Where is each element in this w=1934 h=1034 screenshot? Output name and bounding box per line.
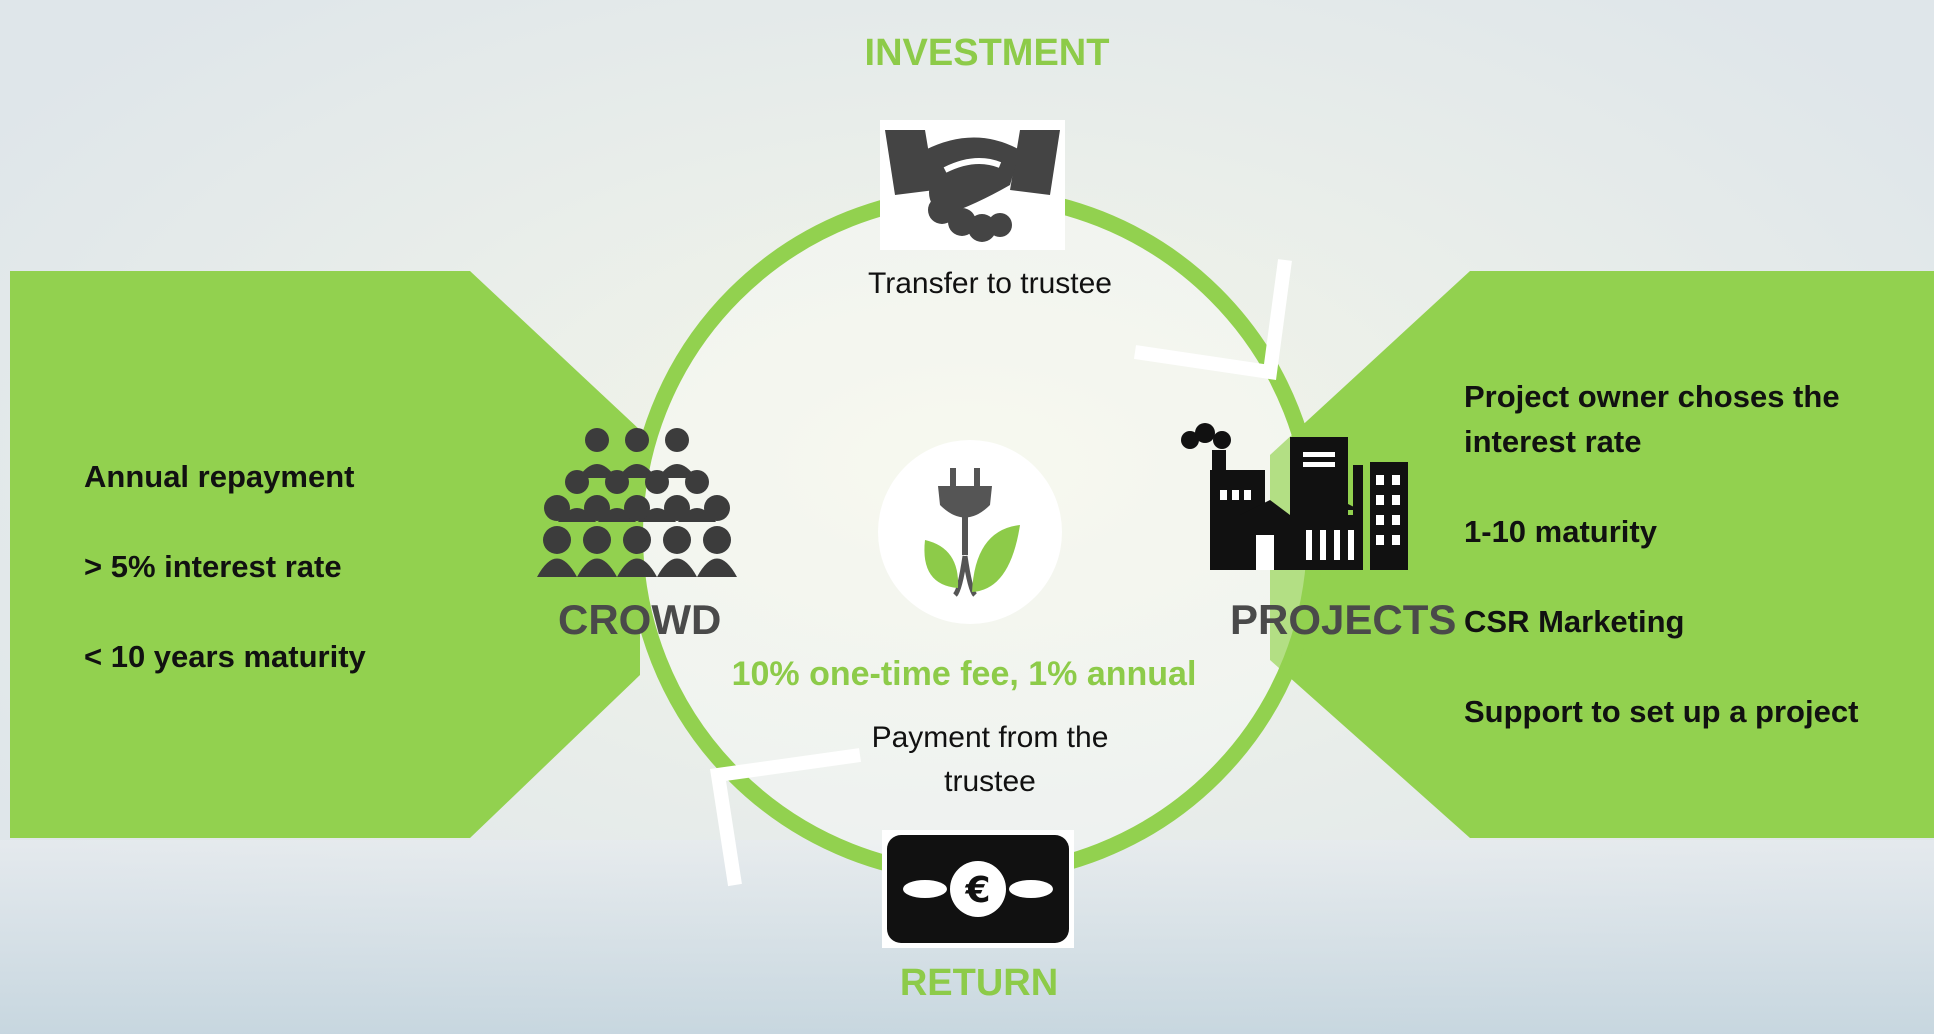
investment-title: INVESTMENT (864, 32, 1110, 74)
projects-list: Project owner choses the interest rate 1… (1464, 378, 1858, 738)
factory-buildings-icon (1181, 423, 1408, 570)
crowd-icon (537, 428, 737, 577)
crowd-item-annual-repayment: Annual repayment (84, 459, 355, 494)
crowd-panel (10, 271, 640, 838)
fee-label: 10% one-time fee, 1% annual (731, 655, 1197, 693)
payment-line-1: Payment from the (871, 721, 1109, 754)
projects-heading: PROJECTS (1230, 596, 1457, 643)
projects-item-owner-line2: interest rate (1464, 424, 1642, 459)
payment-from-trustee-label: Payment from the trustee (790, 716, 1190, 804)
projects-item-maturity: 1-10 maturity (1464, 514, 1657, 549)
projects-spacer (1464, 558, 1858, 603)
green-plug-leaf-icon (878, 440, 1062, 624)
handshake-icon (880, 120, 1065, 250)
svg-text:€: € (964, 870, 990, 911)
crowd-item-interest-rate: > 5% interest rate (84, 549, 342, 584)
ring-arrow-bottom-left (709, 748, 861, 887)
transfer-to-trustee-label: Transfer to trustee (868, 267, 1112, 300)
projects-spacer (1464, 468, 1858, 513)
projects-spacer (1464, 648, 1858, 693)
projects-panel (1270, 271, 1934, 838)
euro-banknote-icon: € (882, 830, 1074, 948)
projects-item-owner-line1: Project owner choses the (1464, 379, 1840, 414)
projects-item-support: Support to set up a project (1464, 694, 1859, 729)
ring-arrow-top-right (1133, 259, 1292, 380)
crowd-list: Annual repayment > 5% interest rate < 10… (84, 458, 366, 728)
projects-item-csr: CSR Marketing (1464, 604, 1685, 639)
crowd-heading: CROWD (558, 596, 722, 643)
return-label: RETURN (899, 962, 1059, 1004)
payment-line-2: trustee (944, 765, 1036, 798)
crowd-item-maturity: < 10 years maturity (84, 639, 366, 674)
